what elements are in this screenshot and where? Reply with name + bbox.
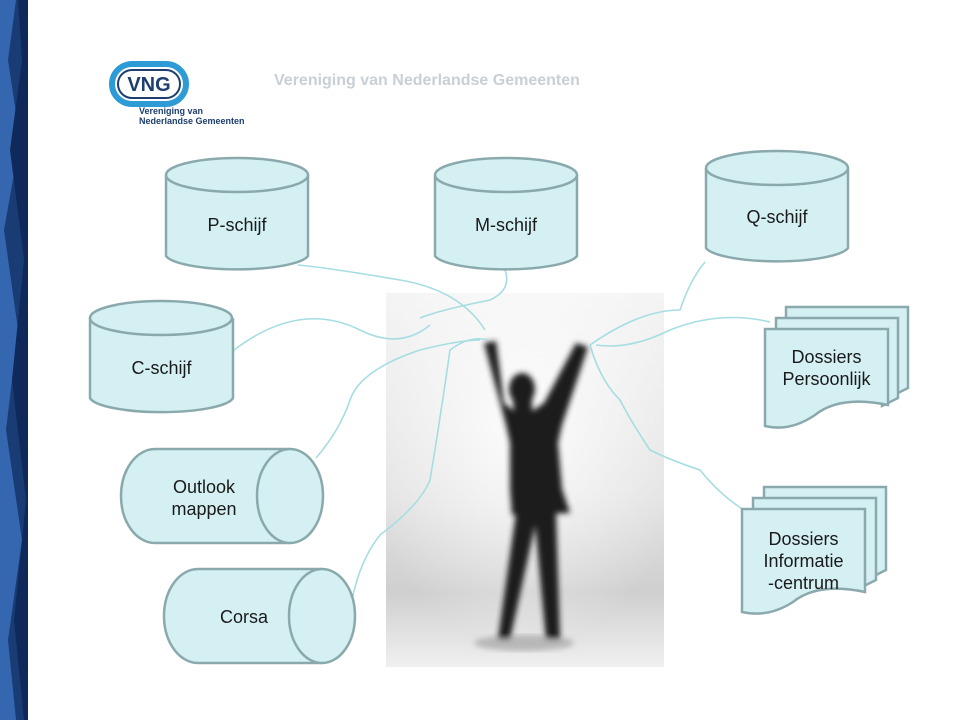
- label-outlook-line1: Outlook: [172, 477, 236, 497]
- connector-q-schijf: [589, 261, 706, 346]
- node-dossiers-informatie: [740, 485, 888, 615]
- node-m-schijf: [433, 156, 579, 271]
- connector-corsa: [351, 337, 489, 601]
- label-outlook-mappen: Outlook mappen: [148, 476, 260, 520]
- node-c-schijf: [88, 299, 235, 414]
- organization-title: Vereniging van Nederlandse Gemeenten: [274, 72, 580, 89]
- person-silhouette-image: [386, 293, 664, 667]
- label-outlook-line2: mappen: [171, 499, 237, 519]
- label-dossiers-p-line1: Dossiers: [791, 347, 862, 367]
- label-p-schijf: P-schijf: [207, 215, 267, 235]
- node-q-schijf: [704, 149, 850, 263]
- connector-outlook: [315, 339, 481, 459]
- label-c-schijf: C-schijf: [131, 358, 192, 378]
- logo-subtitle-line2: Nederlandse Gemeenten: [139, 116, 245, 126]
- connector-p-schijf: [297, 264, 486, 331]
- connector-dossiers-persoonlijk: [595, 316, 771, 347]
- label-dossiers-i-line2: Informatie: [763, 551, 844, 571]
- connectors: [233, 261, 771, 601]
- node-corsa: [162, 567, 357, 665]
- label-corsa: Corsa: [219, 607, 268, 627]
- left-decorative-band: [0, 0, 28, 720]
- node-p-schijf: [164, 156, 310, 271]
- node-outlook-mappen: [119, 447, 325, 545]
- label-m-schijf: M-schijf: [475, 215, 537, 235]
- vng-logo-text: VNG: [127, 74, 170, 96]
- node-dossiers-persoonlijk: [763, 305, 910, 429]
- label-dossiers-i-line1: Dossiers: [768, 529, 839, 549]
- logo-subtitle-line1: Vereniging van: [139, 106, 204, 116]
- connector-dossiers-informatie: [589, 344, 745, 511]
- label-dossiers-i-line3: -centrum: [767, 573, 839, 593]
- label-q-schijf: Q-schijf: [746, 207, 808, 227]
- connector-c-schijf: [233, 318, 431, 351]
- label-dossiers-informatie: Dossiers Informatie -centrum: [742, 528, 865, 594]
- connector-m-schijf: [419, 269, 508, 319]
- vng-logo-mark: VNG: [109, 61, 189, 107]
- label-dossiers-p-line2: Persoonlijk: [782, 369, 871, 389]
- label-dossiers-persoonlijk: Dossiers Persoonlijk: [765, 346, 888, 390]
